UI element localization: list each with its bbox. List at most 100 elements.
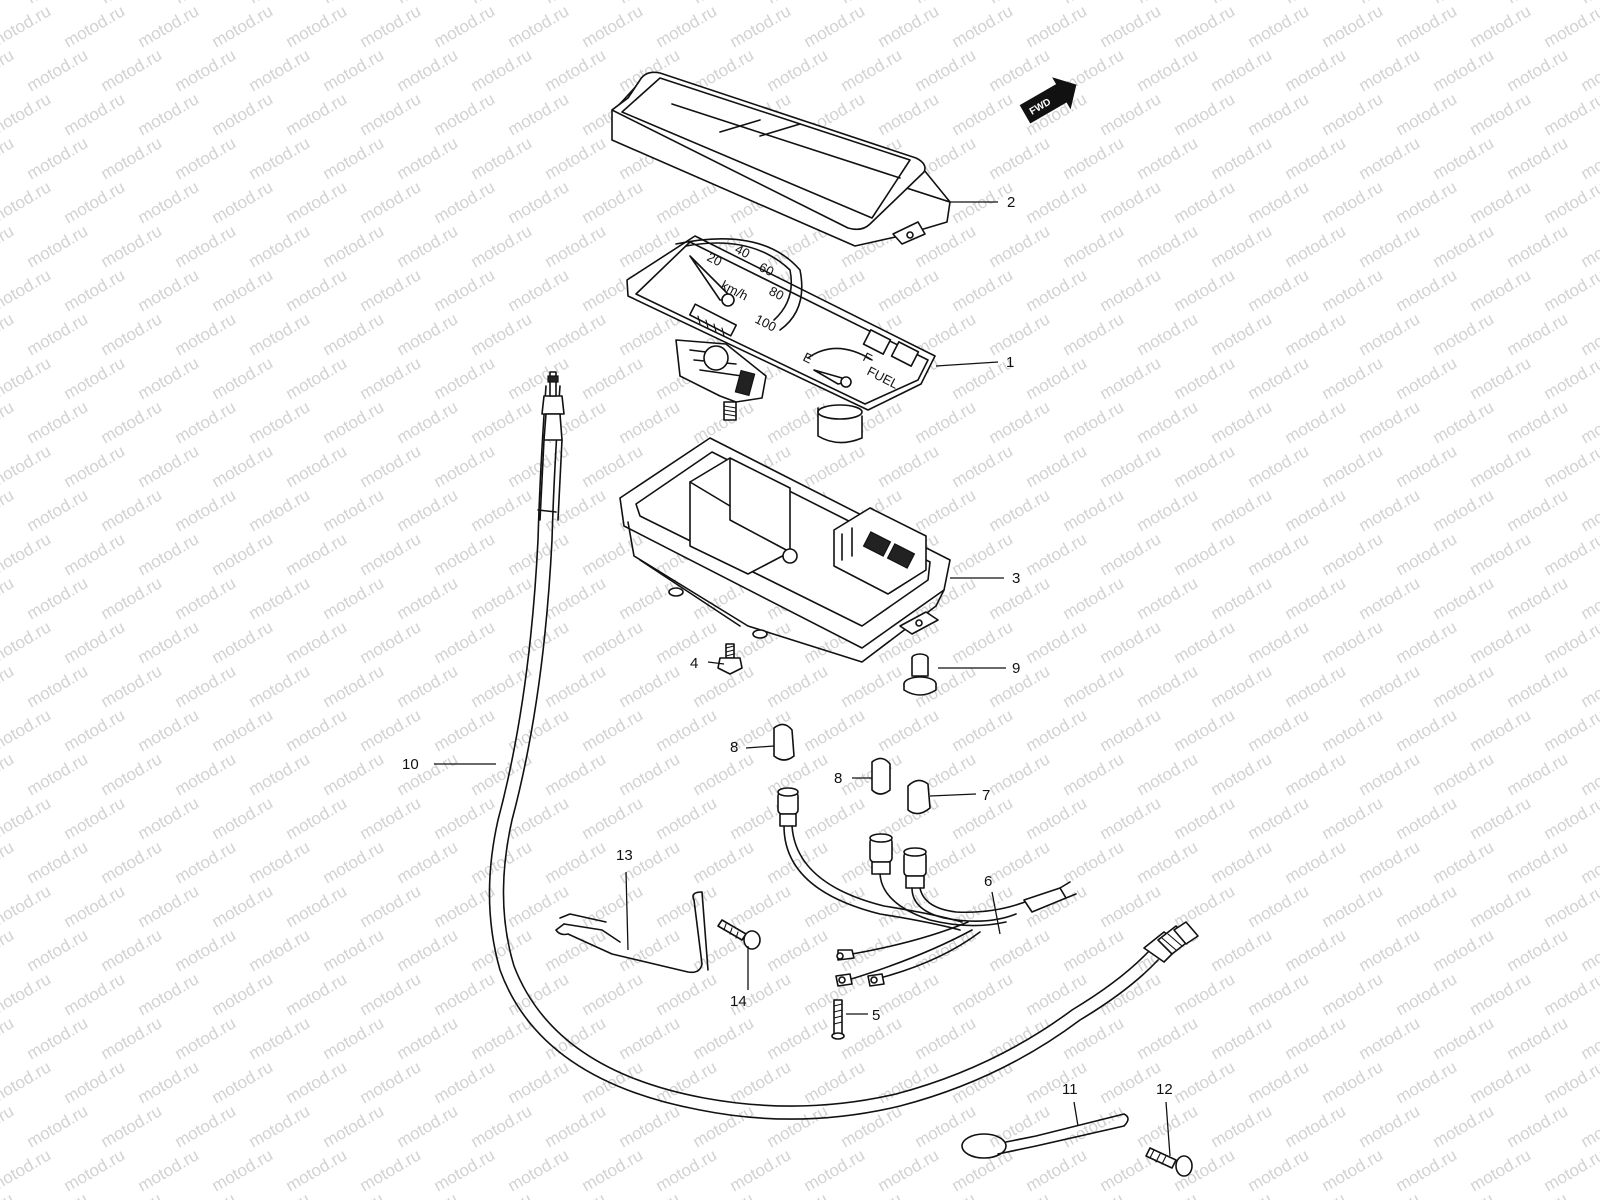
watermark-text: motod.ru (986, 485, 1054, 535)
watermark-text: motod.ru (24, 397, 92, 447)
watermark-text: motod.ru (801, 1145, 869, 1195)
watermark-text: motod.ru (1245, 793, 1313, 843)
watermark-text: motod.ru (357, 881, 425, 931)
watermark-text: motod.ru (468, 1013, 536, 1063)
watermark-text: motod.ru (801, 1, 869, 51)
watermark-text: motod.ru (838, 1189, 906, 1200)
watermark-text: motod.ru (1097, 441, 1165, 491)
watermark-text: motod.ru (1282, 133, 1350, 183)
watermark-text: motod.ru (1208, 573, 1276, 623)
watermark-text: motod.ru (949, 529, 1017, 579)
watermark-text: motod.ru (0, 485, 17, 535)
watermark-text: motod.ru (24, 309, 92, 359)
watermark-text: motod.ru (1504, 485, 1572, 535)
watermark-text: motod.ru (542, 309, 610, 359)
watermark-text: motod.ru (135, 793, 203, 843)
watermark-text: motod.ru (949, 89, 1017, 139)
watermark-text: motod.ru (320, 485, 388, 535)
watermark-text: motod.ru (1134, 309, 1202, 359)
watermark-text: motod.ru (1171, 441, 1239, 491)
callout-3: 3 (1012, 570, 1020, 587)
watermark-text: motod.ru (505, 265, 573, 315)
watermark-text: motod.ru (875, 705, 943, 755)
watermark-text: motod.ru (1578, 133, 1600, 183)
watermark-text: motod.ru (431, 353, 499, 403)
watermark-text: motod.ru (1467, 617, 1535, 667)
watermark-text: motod.ru (986, 749, 1054, 799)
watermark-text: motod.ru (1023, 265, 1091, 315)
watermark-text: motod.ru (949, 617, 1017, 667)
watermark-text: motod.ru (505, 881, 573, 931)
watermark-text: motod.ru (1060, 0, 1128, 7)
callout-leaders (434, 201, 1171, 1157)
watermark-text: motod.ru (431, 793, 499, 843)
watermark-text: motod.ru (283, 617, 351, 667)
watermark-text: motod.ru (283, 353, 351, 403)
watermark-text: motod.ru (616, 0, 684, 7)
watermark-text: motod.ru (505, 969, 573, 1019)
watermark-text: motod.ru (1023, 793, 1091, 843)
watermark-text: motod.ru (1541, 617, 1600, 667)
watermark-text: motod.ru (1356, 133, 1424, 183)
watermark-text: motod.ru (98, 0, 166, 7)
bulb-socket-harness (777, 787, 1077, 987)
watermark-text: motod.ru (24, 573, 92, 623)
watermark-text: motod.ru (98, 397, 166, 447)
watermark-text: motod.ru (1097, 617, 1165, 667)
watermark-text: motod.ru (579, 441, 647, 491)
watermark-text: motod.ru (1282, 573, 1350, 623)
callout-4: 4 (690, 655, 698, 672)
watermark-text: motod.ru (505, 1057, 573, 1107)
watermark-text: motod.ru (0, 1013, 17, 1063)
watermark-text: motod.ru (1097, 969, 1165, 1019)
watermark-text: motod.ru (246, 925, 314, 975)
watermark-text: motod.ru (1282, 661, 1350, 711)
watermark-text: motod.ru (1504, 1013, 1572, 1063)
watermark-text: motod.ru (1208, 749, 1276, 799)
watermark-text: motod.ru (1319, 969, 1387, 1019)
watermark-text: motod.ru (98, 1189, 166, 1200)
watermark-text: motod.ru (1134, 573, 1202, 623)
watermark-text: motod.ru (24, 749, 92, 799)
watermark-text: motod.ru (1578, 397, 1600, 447)
watermark-text: motod.ru (468, 1101, 536, 1151)
watermark-text: motod.ru (1245, 1145, 1313, 1195)
watermark-text: motod.ru (1245, 441, 1313, 491)
watermark-text: motod.ru (320, 925, 388, 975)
watermark-text: motod.ru (1171, 529, 1239, 579)
watermark-text: motod.ru (764, 1189, 832, 1200)
watermark-text: motod.ru (1578, 837, 1600, 887)
watermark-text: motod.ru (542, 925, 610, 975)
watermark-text: motod.ru (653, 881, 721, 931)
watermark-text: motod.ru (542, 1101, 610, 1151)
watermark-text: motod.ru (468, 1189, 536, 1200)
watermark-text: motod.ru (986, 837, 1054, 887)
watermark-text: motod.ru (1467, 793, 1535, 843)
watermark-text: motod.ru (1430, 925, 1498, 975)
watermark-text: motod.ru (1356, 0, 1424, 7)
screw (1145, 1147, 1193, 1177)
watermark-text: motod.ru (1060, 1013, 1128, 1063)
watermark-text: motod.ru (1208, 45, 1276, 95)
watermark-text: motod.ru (653, 177, 721, 227)
watermark-text: motod.ru (283, 705, 351, 755)
watermark-text: motod.ru (246, 837, 314, 887)
watermark-text: motod.ru (1430, 1101, 1498, 1151)
watermark-text: motod.ru (1134, 837, 1202, 887)
watermark-text: motod.ru (1023, 441, 1091, 491)
watermark-text: motod.ru (505, 793, 573, 843)
callout-8a: 8 (730, 739, 738, 756)
watermark-text: motod.ru (246, 1101, 314, 1151)
watermark-text: motod.ru (1060, 573, 1128, 623)
watermark-text: motod.ru (1208, 925, 1276, 975)
watermark-text: motod.ru (1097, 793, 1165, 843)
watermark-text: motod.ru (0, 133, 17, 183)
watermark-text: motod.ru (1097, 265, 1165, 315)
watermark-text: motod.ru (1504, 133, 1572, 183)
watermark-text: motod.ru (505, 1145, 573, 1195)
watermark-text: motod.ru (1393, 1057, 1461, 1107)
watermark-text: motod.ru (1208, 485, 1276, 535)
watermark-text: motod.ru (579, 353, 647, 403)
watermark-text: motod.ru (61, 1057, 129, 1107)
watermark-text: motod.ru (172, 397, 240, 447)
